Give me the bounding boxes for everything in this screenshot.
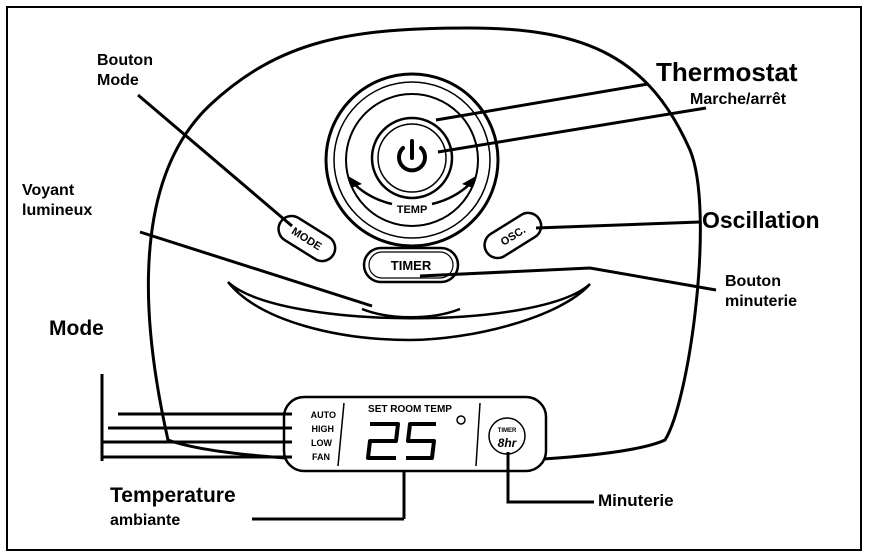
mode-fan: FAN — [312, 452, 330, 462]
indicator-light-inner — [361, 307, 461, 319]
timer-callout: Minuterie — [598, 491, 674, 510]
power-button-inner — [377, 123, 447, 193]
mode-button-callout: Bouton Mode — [97, 52, 153, 89]
leader-lines — [100, 82, 717, 521]
set-room-temp-label: SET ROOM TEMP — [368, 404, 452, 415]
display-divider-right — [475, 402, 481, 467]
mode-low: LOW — [311, 438, 332, 448]
ambient-callout: ambiante — [110, 512, 181, 529]
svg-text:TIMER: TIMER — [498, 428, 517, 434]
timer-button-label: TIMER — [391, 258, 432, 273]
mode-auto: AUTO — [311, 410, 336, 420]
indicator-light — [227, 281, 591, 342]
mode-callout: Mode — [49, 317, 104, 340]
timer-button[interactable] — [362, 246, 460, 284]
thermostat-callout: Thermostat — [656, 57, 798, 87]
indicator-light-callout: Voyant lumineux — [22, 182, 93, 219]
osc-button[interactable] — [480, 208, 546, 263]
thermostat-dial-groove — [345, 93, 479, 227]
mode-button[interactable] — [274, 211, 340, 266]
temperature-digits — [366, 422, 436, 460]
svg-text:8hr: 8hr — [498, 436, 518, 450]
timer-button-inner — [368, 251, 454, 279]
thermostat-dial-inner-ring — [333, 81, 491, 239]
temp-right-arrowhead — [462, 176, 476, 188]
display-panel — [282, 395, 548, 473]
temp-left-arrowhead — [348, 176, 362, 188]
oscillation-callout: Oscillation — [702, 207, 820, 233]
mode-high: HIGH — [312, 424, 335, 434]
display-divider-left — [337, 402, 345, 467]
temperature-callout: Temperature — [110, 484, 236, 507]
temp-ring-label: TEMP — [397, 204, 428, 216]
power-callout: Marche/arrêt — [690, 91, 787, 108]
degree-symbol — [456, 415, 466, 425]
timer-button-callout: Bouton minuterie — [725, 273, 798, 310]
power-icon — [397, 139, 427, 173]
